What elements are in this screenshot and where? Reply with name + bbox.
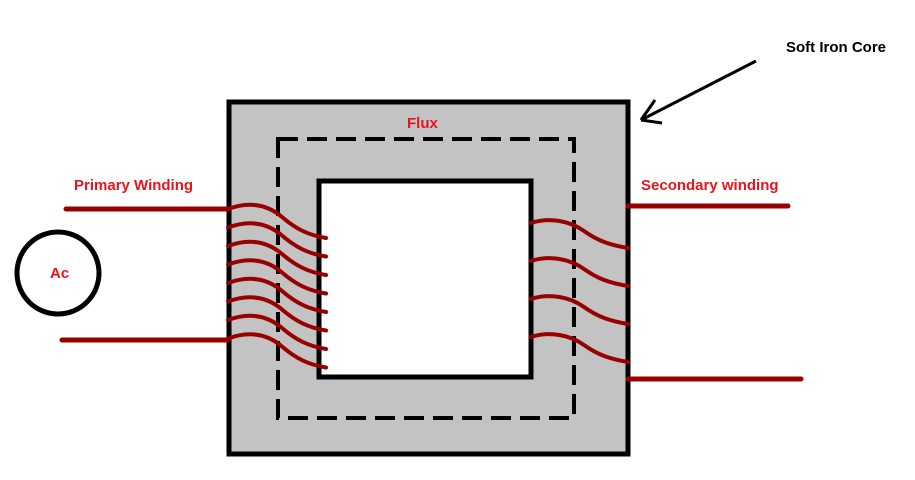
secondary-coil-turn [529,218,630,250]
secondary-coil-turn [529,294,630,326]
core-window [316,178,534,380]
primary-coil-turn [226,221,328,259]
primary-coil-turn [226,276,328,314]
core-arrow [639,59,757,125]
primary-coil-turn [226,239,328,277]
secondary-coil-turn [529,332,630,364]
primary-coil-turn [226,258,328,296]
ac-source [14,229,102,317]
flux-path [276,137,576,420]
primary-winding-label: Primary Winding [74,177,193,194]
primary-coil [226,202,328,370]
primary-coil-turn [226,332,328,370]
secondary-coil [529,218,630,364]
primary-coil-turn [226,202,328,240]
core-label: Soft Iron Core [786,39,886,56]
secondary-winding-label: Secondary winding [641,177,779,194]
flux-label: Flux [407,115,438,132]
primary-coil-turn [226,313,328,351]
primary-coil-turn [226,295,328,333]
secondary-coil-turn [529,256,630,288]
ac-source-label: Ac [50,265,69,282]
